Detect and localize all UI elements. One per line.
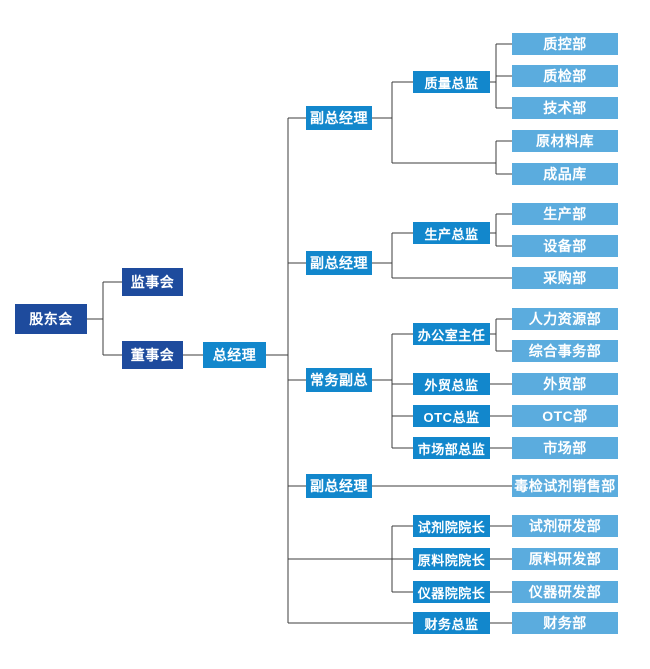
node-reagent-institute-dean: 试剂院院长 [413, 515, 490, 537]
connector-office-director [490, 318, 512, 352]
node-finance-director: 财务总监 [413, 612, 490, 634]
node-board-of-directors: 董事会 [122, 341, 183, 369]
node-shareholders: 股东会 [15, 304, 87, 334]
node-raw-material-warehouse: 原材料库 [512, 130, 618, 152]
connector-gm-trunk [266, 118, 289, 623]
node-qc-dept: 质控部 [512, 33, 618, 55]
node-production-director: 生产总监 [413, 222, 490, 244]
connector-executive-deputy-gm [372, 333, 413, 449]
node-finished-goods-warehouse: 成品库 [512, 163, 618, 185]
node-supervisory-board: 监事会 [122, 268, 183, 296]
node-material-institute-dean: 原料院院长 [413, 548, 490, 570]
node-production-dept: 生产部 [512, 203, 618, 225]
node-hr-dept: 人力资源部 [512, 308, 618, 330]
connector-deans-rail [391, 525, 413, 593]
node-general-manager: 总经理 [203, 342, 266, 368]
node-tech-dept: 技术部 [512, 97, 618, 119]
node-general-affairs-dept: 综合事务部 [512, 340, 618, 362]
node-purchasing-dept: 采购部 [512, 267, 618, 289]
node-office-director: 办公室主任 [413, 323, 490, 345]
node-marketing-director: 市场部总监 [413, 437, 490, 459]
node-executive-deputy-gm: 常务副总 [306, 368, 372, 392]
node-otc-director: OTC总监 [413, 405, 490, 427]
node-marketing-dept: 市场部 [512, 437, 618, 459]
connector-deputy-gm-1 [372, 81, 512, 175]
node-deputy-gm-3: 副总经理 [306, 474, 372, 498]
connector-deans-direct [490, 525, 512, 624]
node-equipment-dept: 设备部 [512, 235, 618, 257]
node-foreign-trade-dept: 外贸部 [512, 373, 618, 395]
node-instrument-institute-dean: 仪器院院长 [413, 581, 490, 603]
node-instrument-rd-dept: 仪器研发部 [512, 581, 618, 603]
node-deputy-gm-1: 副总经理 [306, 106, 372, 130]
connector-production-director [490, 213, 512, 247]
node-quality-director: 质量总监 [413, 71, 490, 93]
node-deputy-gm-2: 副总经理 [306, 251, 372, 275]
node-foreign-trade-director: 外贸总监 [413, 373, 490, 395]
node-drug-test-reagent-sales-dept: 毒检试剂销售部 [512, 475, 618, 497]
connector-trunk-stubs [288, 117, 413, 624]
connector-deputy-gm-2 [372, 232, 512, 279]
connector-shareholders [87, 281, 122, 356]
node-otc-dept: OTC部 [512, 405, 618, 427]
node-finance-dept: 财务部 [512, 612, 618, 634]
connector-directors-direct [490, 383, 512, 449]
node-inspection-dept: 质检部 [512, 65, 618, 87]
node-material-rd-dept: 原料研发部 [512, 548, 618, 570]
node-reagent-rd-dept: 试剂研发部 [512, 515, 618, 537]
connector-quality-director [490, 43, 512, 109]
